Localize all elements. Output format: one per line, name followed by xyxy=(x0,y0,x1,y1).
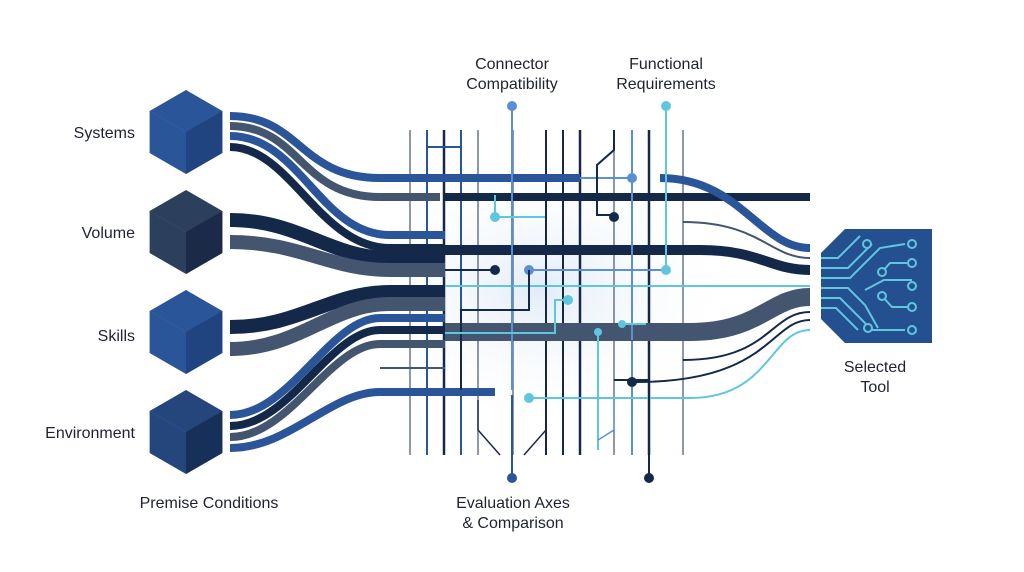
bundle-environment-4 xyxy=(229,388,495,452)
input-label-systems: Systems xyxy=(73,125,135,142)
bundle-systems-2 xyxy=(229,122,440,201)
chip-pad xyxy=(907,302,917,312)
chip-trace xyxy=(821,243,873,269)
cube-edge xyxy=(149,110,187,133)
input-cubes xyxy=(149,90,223,474)
input-label-volume: Volume xyxy=(81,225,135,242)
functional-node xyxy=(661,101,671,111)
chip-pad xyxy=(877,291,887,301)
node-navy-1 xyxy=(609,212,619,222)
cube-edge xyxy=(149,410,187,433)
bundle-systems-3 xyxy=(229,132,445,239)
chip-pad xyxy=(863,323,873,333)
node-lb-1 xyxy=(627,173,637,183)
evaluation-node xyxy=(507,473,517,483)
chip-trace xyxy=(821,287,879,329)
node-cyan-3 xyxy=(563,295,573,305)
bundle-systems-1 xyxy=(229,112,580,182)
connector-label-line1: Connector xyxy=(475,56,549,73)
evaluation-label-line1: Evaluation Axes xyxy=(456,495,570,512)
bundle-environment-3 xyxy=(229,340,445,441)
trace-diag-3 xyxy=(597,400,615,441)
input-label-environment: Environment xyxy=(45,425,135,442)
chip-body xyxy=(821,229,932,343)
chip-pad xyxy=(907,239,917,249)
bundle-skills-1 xyxy=(229,285,445,334)
input-label-skills: Skills xyxy=(97,328,135,345)
bundle-environment-1 xyxy=(229,314,445,419)
chip-pad xyxy=(907,258,917,268)
evaluation-label-line2: & Comparison xyxy=(462,515,564,532)
bundle-volume-1 xyxy=(229,213,445,265)
node-cyan-6 xyxy=(524,393,534,403)
selected-tool-chip-icon xyxy=(821,229,932,343)
trace-navy-2 xyxy=(460,270,530,390)
bundle-systems-4 xyxy=(229,143,445,252)
out-bar-3 xyxy=(445,288,811,341)
output-label-line1: Selected xyxy=(843,359,907,376)
bundle-environment-2 xyxy=(229,326,445,430)
cube-face-right xyxy=(186,311,223,374)
cube-face-right xyxy=(186,211,223,274)
out-bar-1 xyxy=(659,174,811,252)
cube-face-right xyxy=(186,111,223,174)
cube-icon-volume xyxy=(149,190,223,274)
functional-label-line1: Functional xyxy=(629,56,703,73)
hub-traces xyxy=(445,101,671,483)
bundle-skills-2 xyxy=(229,297,445,356)
grid-bracket xyxy=(426,146,462,180)
trace-navy-bend xyxy=(596,130,615,216)
connector-node xyxy=(507,101,517,111)
evaluation-node-2 xyxy=(644,473,654,483)
out-thin-2 xyxy=(682,311,811,361)
chip-trace xyxy=(821,297,905,331)
connector-label-line2: Compatibility xyxy=(466,76,558,93)
node-cyan-5 xyxy=(618,320,626,328)
trace-diag-1 xyxy=(477,400,501,456)
cube-icon-systems xyxy=(149,90,223,174)
cube-icon-environment xyxy=(149,390,223,474)
node-cyan-2 xyxy=(661,265,671,275)
node-navy-3 xyxy=(627,377,637,387)
trace-cyan-3 xyxy=(445,299,568,334)
out-thin-3 xyxy=(635,319,811,383)
chip-trace xyxy=(821,307,859,331)
cube-edge xyxy=(149,210,187,233)
cube-icon-skills xyxy=(149,290,223,374)
functional-label-line2: Requirements xyxy=(616,76,716,93)
cube-edge xyxy=(149,310,187,333)
chip-pad xyxy=(862,239,872,249)
input-bundles xyxy=(229,112,811,452)
chip-trace xyxy=(821,243,906,279)
node-cyan-1 xyxy=(490,212,500,222)
chip-pad xyxy=(907,281,917,291)
node-cyan-4 xyxy=(594,328,602,336)
out-bar-2 xyxy=(445,245,811,275)
bundle-volume-2 xyxy=(229,235,445,277)
cube-face-right xyxy=(186,411,223,474)
chip-pad xyxy=(907,325,917,335)
out-thin-1 xyxy=(682,221,811,259)
trace-diag-2 xyxy=(523,400,547,456)
out-cyan-1 xyxy=(527,329,811,399)
chip-trace xyxy=(821,235,861,259)
output-label-line2: Tool xyxy=(860,379,890,396)
chip-pad xyxy=(877,267,887,277)
node-navy-2 xyxy=(490,265,500,275)
premise-conditions-label: Premise Conditions xyxy=(139,495,279,512)
center-glow xyxy=(340,150,740,430)
chip-trace xyxy=(864,279,912,291)
